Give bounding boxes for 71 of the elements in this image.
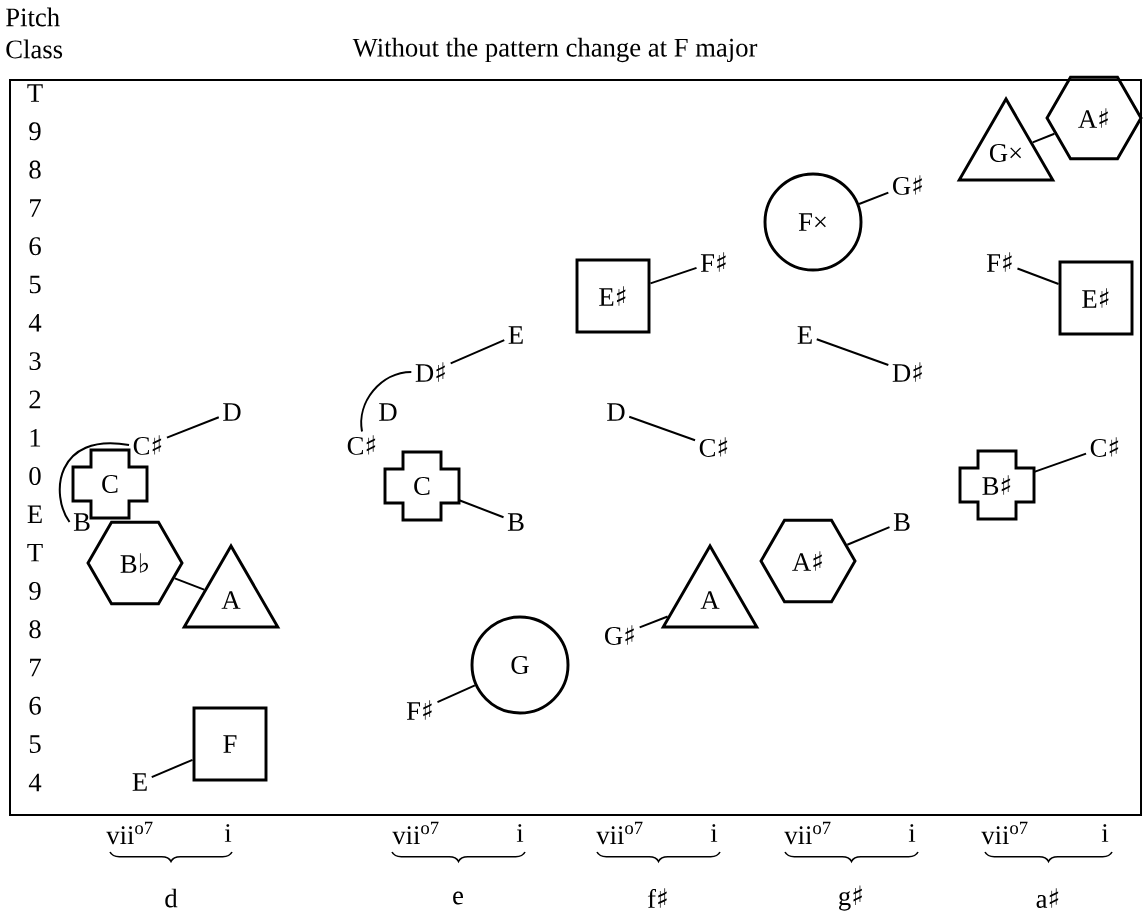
note-label: F♯ xyxy=(406,700,432,720)
key-label: a♯ xyxy=(1036,888,1059,908)
connector-line xyxy=(150,758,194,779)
axis-tick-label: T xyxy=(27,84,43,102)
connector-line xyxy=(165,416,220,439)
chord-label: vii$^{o7}$ xyxy=(106,821,153,845)
note-label: C♯ xyxy=(1090,437,1119,457)
axis-tick-label: 1 xyxy=(30,428,41,447)
key-label: f♯ xyxy=(647,888,667,908)
axis-title: Pitch Class xyxy=(6,7,63,59)
note-label: D xyxy=(223,403,241,421)
axis-tick-label: 7 xyxy=(30,658,41,677)
connector-line xyxy=(449,339,506,365)
chord-label: i xyxy=(224,824,232,842)
chord-label: i xyxy=(1101,824,1109,842)
note-label: D xyxy=(607,403,625,421)
connector-line xyxy=(638,615,669,629)
note-label: D xyxy=(379,403,397,421)
axis-tick-label: 4 xyxy=(28,773,42,792)
note-label: E xyxy=(132,773,147,791)
axis-tick-label: 8 xyxy=(29,160,41,179)
axis-tick-label: E xyxy=(27,505,42,524)
key-label: g♯ xyxy=(839,885,862,911)
axis-tick-label: 9 xyxy=(29,581,41,600)
chord-label: i xyxy=(516,824,524,842)
chord-label: i xyxy=(908,824,916,842)
axis-tick-label: 6 xyxy=(29,237,41,256)
connector-arc xyxy=(360,371,413,433)
axis-tick-label: 3 xyxy=(29,352,41,371)
connector-line xyxy=(846,526,891,546)
connector-line xyxy=(1016,267,1060,285)
connector-line xyxy=(649,266,698,285)
connector-line xyxy=(173,577,206,591)
axis-tick-label: 2 xyxy=(29,390,41,409)
note-label: C♯ xyxy=(699,437,728,457)
axis-tick-label: 6 xyxy=(29,696,41,715)
chord-label: vii$^{o7}$ xyxy=(784,821,831,845)
note-label: G♯ xyxy=(893,175,922,195)
note-label: F♯ xyxy=(986,252,1012,272)
axis-tick-label: 7 xyxy=(30,199,41,217)
chord-label: vii$^{o7}$ xyxy=(981,821,1028,845)
axis-tick-label: T xyxy=(27,543,43,562)
connector-arc xyxy=(58,442,131,523)
chord-label: i xyxy=(710,824,718,842)
axis-tick-label: 4 xyxy=(28,314,42,332)
note-label: D♯ xyxy=(415,362,445,382)
note-label: B xyxy=(507,513,524,531)
note-label: C♯ xyxy=(347,435,376,455)
axis-tick-label: 8 xyxy=(29,620,41,639)
axis-tick-label: 5 xyxy=(29,275,41,294)
chart-title: Without the pattern change at F major xyxy=(352,37,758,63)
connector-line xyxy=(858,191,890,206)
note-label: G♯ xyxy=(605,625,634,645)
chord-label: vii$^{o7}$ xyxy=(596,821,643,845)
connector-line xyxy=(1033,452,1088,473)
connector-line xyxy=(815,338,890,366)
note-label: B xyxy=(893,513,910,531)
axis-tick-label: 0 xyxy=(29,467,41,485)
key-label: e xyxy=(453,891,463,905)
connector-line xyxy=(1031,132,1056,144)
note-label: D♯ xyxy=(892,362,922,382)
connector-line xyxy=(628,415,697,442)
note-label: E xyxy=(508,326,523,344)
connector-line xyxy=(436,684,476,704)
note-label: E xyxy=(797,326,812,344)
key-label: d xyxy=(165,888,178,908)
axis-tick-label: 5 xyxy=(29,735,41,753)
chord-label: vii$^{o7}$ xyxy=(392,821,439,845)
axis-tick-label: 9 xyxy=(29,122,41,141)
note-label: F♯ xyxy=(700,252,726,272)
connector-line xyxy=(458,499,505,519)
